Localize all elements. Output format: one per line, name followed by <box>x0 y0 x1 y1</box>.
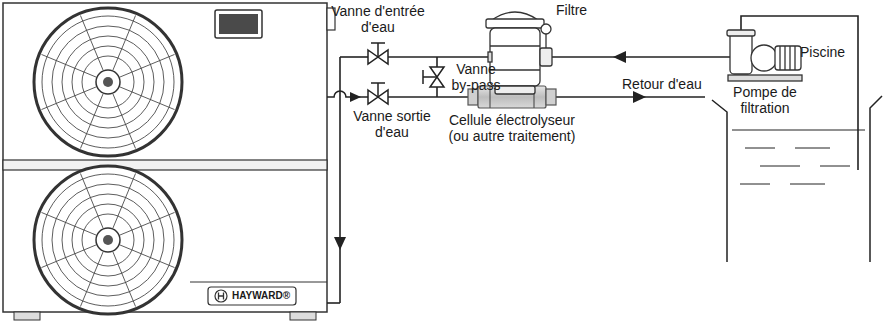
fan-grille <box>34 166 182 314</box>
cell-label: Cellule électrolyseur (ou autre traiteme… <box>444 112 580 144</box>
valve-symbol <box>368 43 444 104</box>
pool-label: Piscine <box>800 44 845 60</box>
heat-pump <box>3 3 335 320</box>
filtration-pump <box>727 30 802 81</box>
pipework <box>327 16 858 303</box>
fan-grille <box>34 8 182 156</box>
pump-label: Pompe de filtration <box>725 84 805 116</box>
valve-label: Vanne d'entrée d'eau <box>325 3 431 35</box>
valve-label: Vanne sortie d'eau <box>347 108 437 140</box>
valve-label: Vanne by-pass <box>447 61 505 93</box>
filter-label: Filtre <box>556 2 587 18</box>
brand-badge: HAYWARD® <box>232 290 290 302</box>
flow-label: Retour d'eau <box>622 76 702 92</box>
swimming-pool <box>712 96 882 262</box>
flow-arrow <box>334 51 646 250</box>
